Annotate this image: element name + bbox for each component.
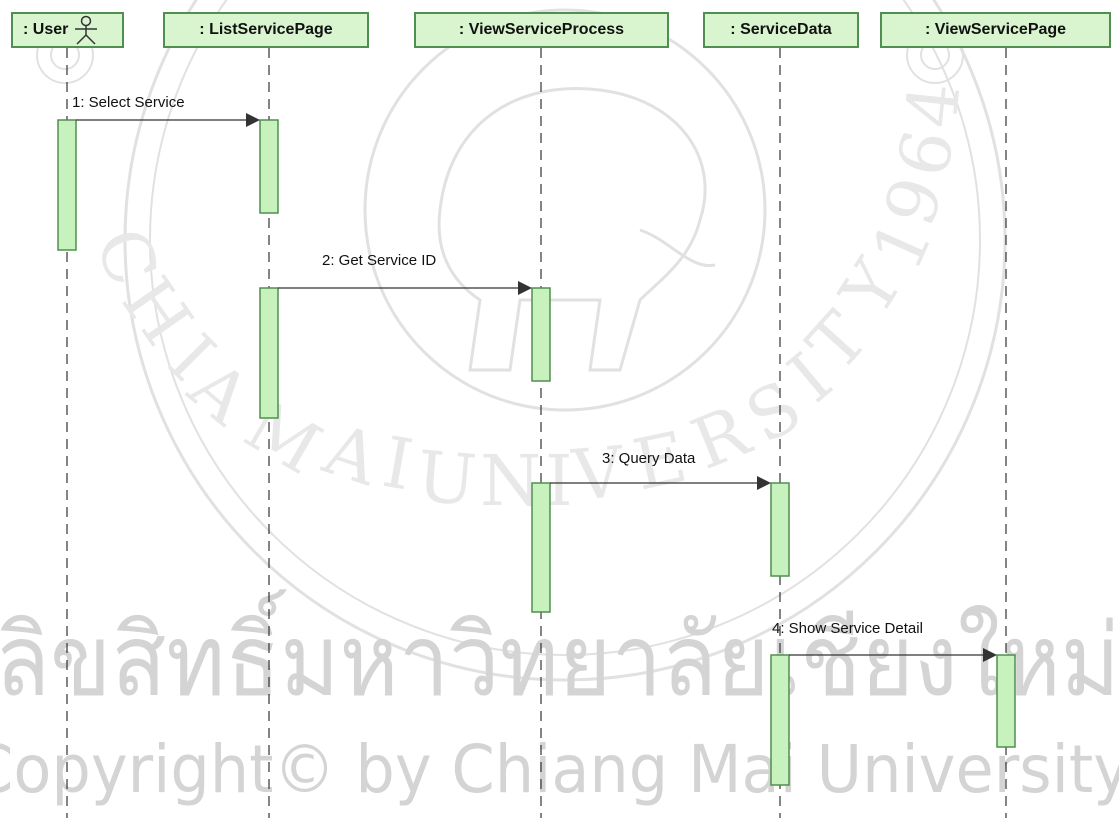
activation-bar-list-service-page-2[interactable] xyxy=(259,119,279,214)
lifeline-label-list-service-page: : ListServicePage xyxy=(199,21,333,38)
lifeline-label-service-data: : ServiceData xyxy=(730,21,832,38)
message-label-3[interactable]: 3: Query Data xyxy=(602,450,696,467)
svg-text:V: V xyxy=(568,431,628,517)
copyright-watermark-text: Copyright© by Chiang Mai University xyxy=(0,731,1119,808)
activation-bar-service-data-7[interactable] xyxy=(770,654,790,786)
activation-bar-view-service-process-4[interactable] xyxy=(531,287,551,382)
svg-text:U: U xyxy=(414,435,480,522)
stick-figure-icon xyxy=(75,15,98,45)
message-arrow-2[interactable] xyxy=(278,281,532,295)
message-label-1[interactable]: 1: Select Service xyxy=(72,94,185,111)
messages-layer xyxy=(76,113,997,662)
message-label-4[interactable]: 4: Show Service Detail xyxy=(772,620,923,637)
lifeline-label-user: : User xyxy=(23,21,69,38)
activation-bar-user-1[interactable] xyxy=(57,119,77,251)
lifeline-header-view-service-page[interactable]: : ViewServicePage xyxy=(880,12,1111,48)
activation-bar-view-service-process-5[interactable] xyxy=(531,482,551,613)
lifeline-header-view-service-process[interactable]: : ViewServiceProcess xyxy=(414,12,669,48)
message-arrow-3[interactable] xyxy=(550,476,771,490)
message-label-2[interactable]: 2: Get Service ID xyxy=(322,252,437,269)
activation-bar-list-service-page-3[interactable] xyxy=(259,287,279,419)
message-arrow-1[interactable] xyxy=(76,113,260,127)
thai-watermark-text: ลิขสิทธิ์มหาวิทยาลัยเชียงใหม่ xyxy=(0,589,1119,719)
message-arrow-4[interactable] xyxy=(789,648,997,662)
svg-text:N: N xyxy=(480,440,541,522)
activations-layer xyxy=(57,119,1016,786)
lifeline-header-user[interactable]: : User xyxy=(11,12,124,48)
lifeline-label-view-service-page: : ViewServicePage xyxy=(924,21,1067,38)
activation-bar-service-data-6[interactable] xyxy=(770,482,790,577)
svg-text:4: 4 xyxy=(890,79,976,132)
lifeline-header-list-service-page[interactable]: : ListServicePage xyxy=(163,12,369,48)
lifeline-label-view-service-process: : ViewServiceProcess xyxy=(458,21,625,38)
lifeline-header-service-data[interactable]: : ServiceData xyxy=(703,12,859,48)
activation-bar-view-service-page-8[interactable] xyxy=(996,654,1016,748)
